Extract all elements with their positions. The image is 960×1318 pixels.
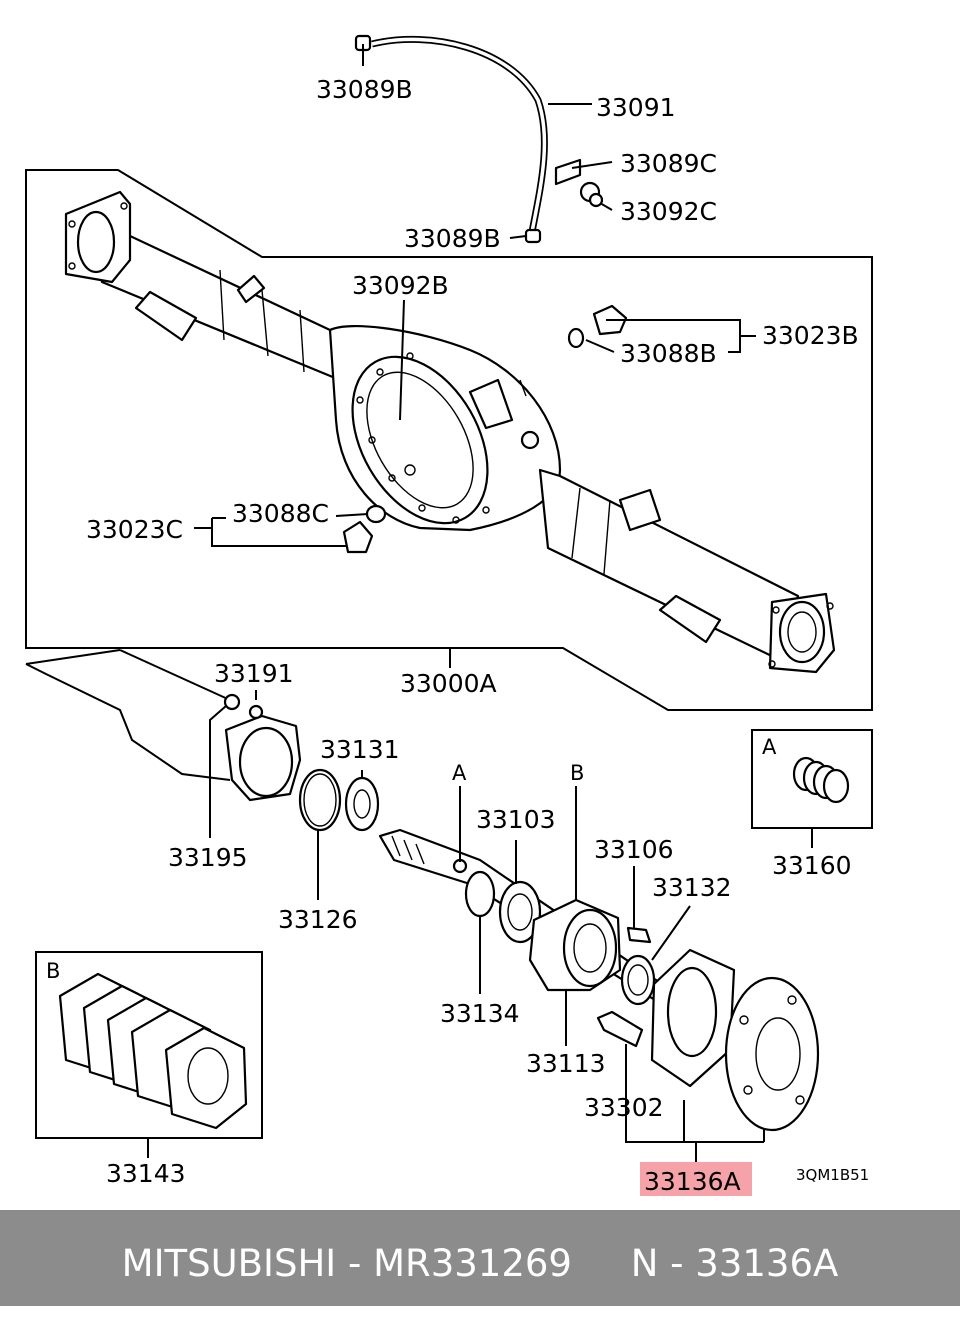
label-33089b-top: 33089B [316,75,413,104]
label-33088b: 33088B [620,339,717,368]
bearing-case-33113 [528,898,622,992]
breather-plug [579,181,604,208]
footer-part-title: MITSUBISHI - MR331269 N - 33136A [121,1242,839,1285]
axle-flange-33136a [724,976,820,1132]
label-33023c: 33023C [86,515,183,544]
label-33088c: 33088C [232,499,329,528]
label-33000a: 33000A [400,669,497,698]
label-33089b-mid: 33089B [404,224,501,253]
bearing-33103 [498,880,542,944]
inset-a-shims [751,729,873,829]
label-33195: 33195 [168,843,248,872]
filler-plug-c [342,504,387,554]
axle-housing [64,190,836,674]
o-ring-33126 [298,768,342,832]
label-33132: 33132 [652,873,732,902]
label-inset-b: B [46,959,60,983]
label-33089c: 33089C [620,149,717,178]
hose-clip-mid [524,228,542,244]
inset-b-gaskets [35,951,263,1139]
label-33023b: 33023B [762,321,859,350]
label-33092b: 33092B [352,271,449,300]
hose-bracket [554,158,582,186]
label-33136a: 33136A [644,1167,741,1196]
label-33126: 33126 [278,905,358,934]
label-33302: 33302 [584,1093,664,1122]
footer-bar: MITSUBISHI - MR331269 N - 33136A [0,1210,960,1306]
label-33091: 33091 [596,93,676,122]
label-mark-b: B [570,761,584,785]
parts-diagram: 33089B 33091 33089C 33092C 33089B 33092B… [25,34,873,1196]
label-33160: 33160 [772,851,852,880]
label-33134: 33134 [440,999,520,1028]
drain-plug-b [567,304,628,349]
label-inset-a: A [762,735,777,759]
hub-bolt-33302 [596,1010,644,1048]
label-33113: 33113 [526,1049,606,1078]
label-33131: 33131 [320,735,400,764]
spacer-33134 [464,870,496,918]
label-33143: 33143 [106,1159,186,1188]
label-33106: 33106 [594,835,674,864]
brake-backing-plate [224,714,302,802]
label-33092c: 33092C [620,197,717,226]
breather-hose [371,35,548,233]
drawing-code: 3QM1B51 [796,1166,869,1184]
nut-33191 [223,693,264,720]
label-33103: 33103 [476,805,556,834]
label-mark-a: A [452,761,467,785]
retainer-33132 [620,954,656,1006]
highlight-box [640,1162,752,1196]
spacer-plate [650,948,736,1088]
housing-frame [25,169,873,711]
bolt-33106 [626,926,652,944]
label-33191: 33191 [214,659,294,688]
oil-seal-33131 [344,776,380,832]
